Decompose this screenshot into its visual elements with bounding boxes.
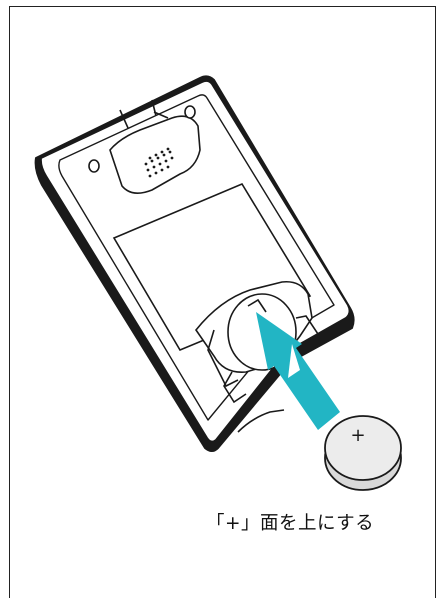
bottom-notch [237, 409, 285, 433]
coin-battery: + [324, 415, 402, 491]
insert-arrow [256, 312, 340, 430]
speaker-dots [144, 147, 174, 178]
screw-holes [88, 105, 196, 173]
figure-frame [9, 6, 436, 598]
battery-plus-symbol: + [350, 425, 365, 446]
instruction-caption: 「+」面を上にする [206, 513, 375, 534]
